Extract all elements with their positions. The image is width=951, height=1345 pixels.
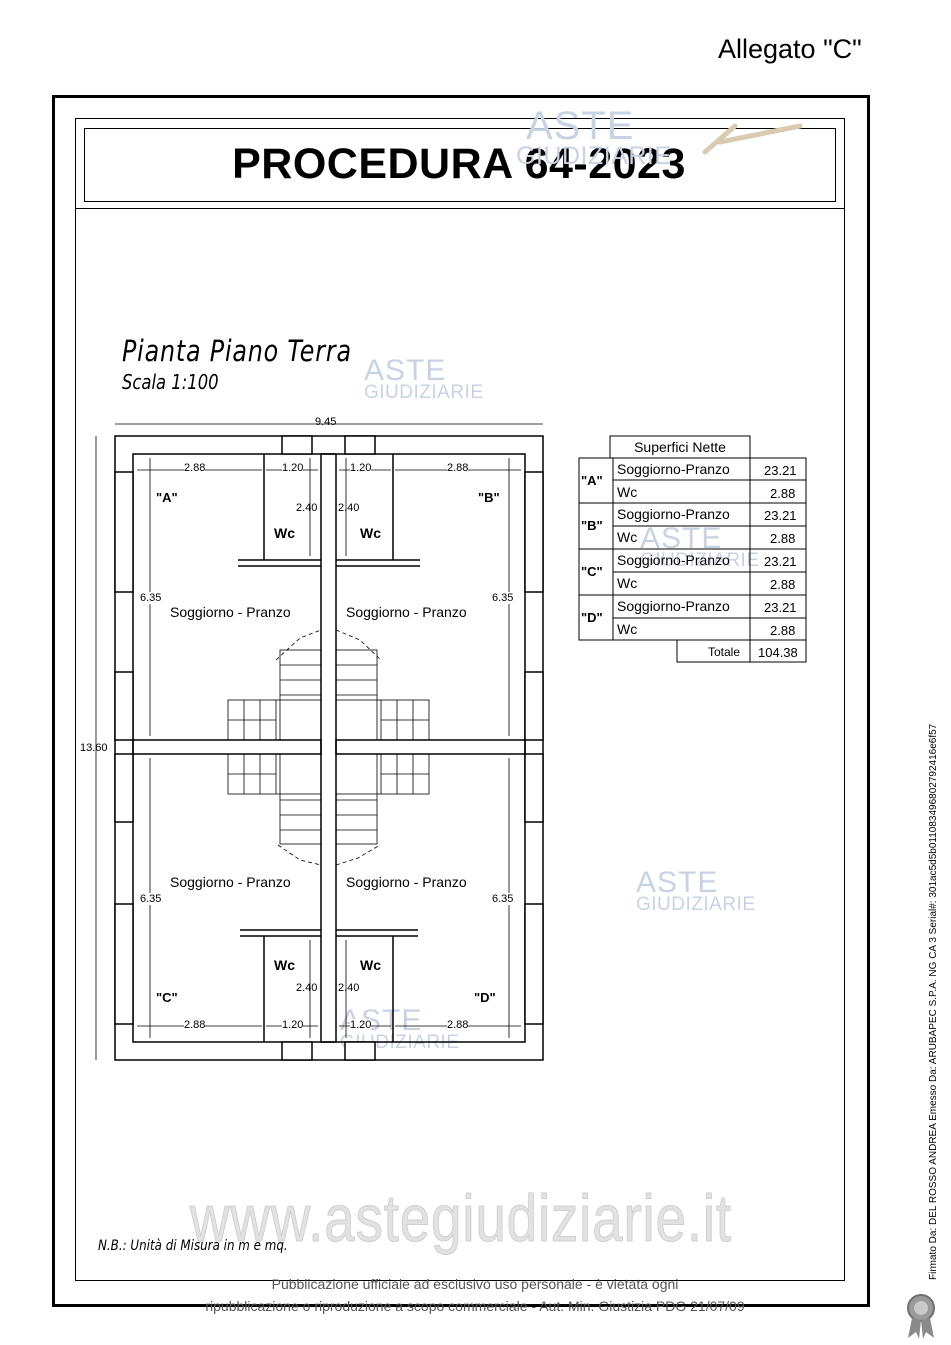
dim-room-height-d: 6.35 bbox=[492, 893, 514, 905]
table-value-c-2: 2.88 bbox=[770, 577, 796, 592]
table-unit-a: "A" bbox=[581, 473, 603, 488]
watermark-logo-top: ASTE GIUDIZIARIE bbox=[516, 104, 672, 170]
wc-label-a: Wc bbox=[274, 525, 295, 541]
table-header: Superfici Nette bbox=[634, 439, 726, 455]
dim-room-width-b: 2.88 bbox=[447, 462, 469, 474]
dim-wc-depth-c: 2.40 bbox=[296, 982, 318, 994]
table-value-c-1: 23.21 bbox=[764, 554, 797, 569]
wc-label-d: Wc bbox=[360, 957, 381, 973]
room-label-a: Soggiorno - Pranzo bbox=[170, 604, 291, 620]
gavel-icon bbox=[702, 123, 803, 155]
unit-label-d: "D" bbox=[474, 990, 496, 1005]
dim-wc-depth-d: 2.40 bbox=[338, 982, 360, 994]
title-divider bbox=[75, 208, 844, 209]
table-value-a-2: 2.88 bbox=[770, 486, 796, 501]
table-value-a-1: 23.21 bbox=[764, 463, 797, 478]
table-room-b-1: Soggiorno-Pranzo bbox=[617, 506, 730, 522]
dim-total-height: 13.60 bbox=[80, 742, 108, 754]
table-room-b-2: Wc bbox=[617, 529, 638, 545]
watermark-url: www.astegiudiziarie.it bbox=[190, 1181, 732, 1256]
wc-label-c: Wc bbox=[274, 957, 295, 973]
dim-room-height-b: 6.35 bbox=[492, 592, 514, 604]
units-note: N.B.: Unità di Misura in m e mq. bbox=[98, 1238, 288, 1254]
digital-signature: Firmato Da: DEL ROSSO ANDREA Emesso Da: … bbox=[925, 660, 945, 1280]
unit-label-b: "B" bbox=[478, 490, 500, 505]
plan-title: Pianta Piano Terra bbox=[122, 334, 352, 368]
dim-wc-width-c: 1.20 bbox=[282, 1019, 304, 1031]
table-room-c-2: Wc bbox=[617, 575, 638, 591]
room-label-c: Soggiorno - Pranzo bbox=[170, 874, 291, 890]
table-value-b-2: 2.88 bbox=[770, 531, 796, 546]
unit-label-a: "A" bbox=[156, 490, 178, 505]
table-value-b-1: 23.21 bbox=[764, 508, 797, 523]
dim-total-width: 9.45 bbox=[315, 416, 337, 428]
dim-wc-width-b: 1.20 bbox=[350, 462, 372, 474]
seal-icon bbox=[907, 1294, 935, 1339]
dim-room-height-a: 6.35 bbox=[140, 592, 162, 604]
table-value-d-2: 2.88 bbox=[770, 623, 796, 638]
table-room-d-1: Soggiorno-Pranzo bbox=[617, 598, 730, 614]
watermark-logo-right: ASTE GIUDIZIARIE bbox=[636, 866, 756, 915]
table-room-a-1: Soggiorno-Pranzo bbox=[617, 461, 730, 477]
wc-label-b: Wc bbox=[360, 525, 381, 541]
room-label-b: Soggiorno - Pranzo bbox=[346, 604, 467, 620]
footer-line-1: Pubblicazione ufficiale ad esclusivo uso… bbox=[271, 1276, 679, 1292]
inner-frame bbox=[75, 118, 845, 1281]
unit-label-c: "C" bbox=[156, 990, 178, 1005]
table-value-d-1: 23.21 bbox=[764, 600, 797, 615]
table-unit-b: "B" bbox=[581, 518, 603, 533]
table-room-c-1: Soggiorno-Pranzo bbox=[617, 552, 730, 568]
dim-room-width-a: 2.88 bbox=[184, 462, 206, 474]
plan-scale: Scala 1:100 bbox=[122, 370, 219, 394]
table-total-label: Totale bbox=[708, 645, 741, 659]
footer-line-2: ripubblicazione o riproduzione a scopo c… bbox=[205, 1298, 745, 1314]
attachment-label: Allegato "C" bbox=[718, 34, 862, 64]
room-label-d: Soggiorno - Pranzo bbox=[346, 874, 467, 890]
table-room-d-2: Wc bbox=[617, 621, 638, 637]
title-box bbox=[84, 128, 836, 202]
dim-wc-depth-b: 2.40 bbox=[338, 502, 360, 514]
digital-signature-text: Firmato Da: DEL ROSSO ANDREA Emesso Da: … bbox=[928, 723, 939, 1280]
dim-wc-depth-a: 2.40 bbox=[296, 502, 318, 514]
dim-room-height-c: 6.35 bbox=[140, 893, 162, 905]
table-total-value: 104.38 bbox=[758, 645, 798, 660]
watermark-logo-plan: ASTE GIUDIZIARIE bbox=[364, 354, 484, 403]
outer-frame bbox=[52, 95, 870, 1307]
dim-wc-width-a: 1.20 bbox=[282, 462, 304, 474]
table-unit-c: "C" bbox=[581, 564, 603, 579]
dim-room-width-d: 2.88 bbox=[447, 1019, 469, 1031]
table-unit-d: "D" bbox=[581, 610, 603, 625]
dim-room-width-c: 2.88 bbox=[184, 1019, 206, 1031]
dim-wc-width-d: 1.20 bbox=[350, 1019, 372, 1031]
page-title: PROCEDURA 64-2023 bbox=[232, 140, 686, 188]
table-room-a-2: Wc bbox=[617, 484, 638, 500]
